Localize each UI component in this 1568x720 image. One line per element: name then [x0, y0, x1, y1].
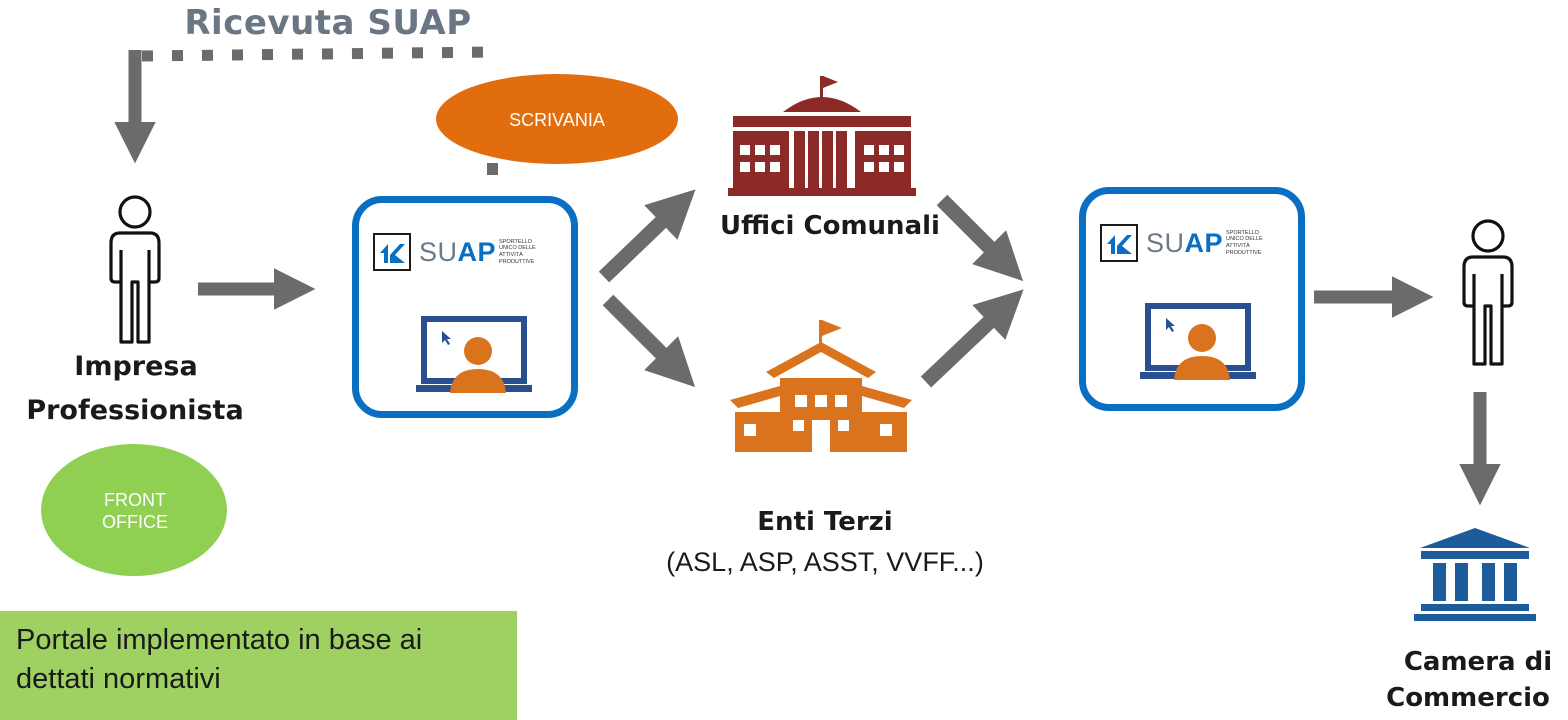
suap-logo: SUAP SPORTELLO UNICO DELLE ATTIVITÀ PROD…	[1100, 224, 1278, 262]
suap-portal-box[interactable]: SUAP SPORTELLO UNICO DELLE ATTIVITÀ PROD…	[1079, 187, 1305, 411]
uffici-comunali-label: Uffici Comunali	[720, 211, 940, 241]
suap-logo-icon	[1100, 224, 1138, 262]
receipt-dot-scrivania	[487, 163, 498, 175]
suap-wordmark: SUAP	[1146, 227, 1224, 258]
suap-logo: SUAP SPORTELLO UNICO DELLE ATTIVITÀ PROD…	[373, 233, 551, 271]
arrow-enti-to-suap2	[920, 289, 1024, 388]
suap-logo-icon	[373, 233, 411, 271]
front-office-label: FRONT OFFICE	[102, 489, 168, 533]
computer-user-icon	[416, 316, 532, 393]
computer-user-icon	[1140, 303, 1256, 380]
scrivania-label: SCRIVANIA	[509, 109, 605, 130]
suap-portal-box[interactable]: SUAP SPORTELLO UNICO DELLE ATTIVITÀ PROD…	[352, 196, 578, 418]
professionista-label: Professionista	[26, 395, 244, 426]
front-office-bubble	[41, 444, 227, 576]
arrow-suap-to-enti	[602, 294, 696, 388]
arrow-suap-to-uffici	[598, 189, 696, 283]
school-building-icon	[730, 320, 912, 452]
camera-label-line2: Commercio	[1386, 683, 1550, 713]
enti-terzi-list: (ASL, ASP, ASST, VVFF...)	[666, 547, 984, 577]
person-icon	[1462, 219, 1514, 366]
person-icon	[109, 195, 161, 344]
scrivania-bubble	[436, 74, 678, 164]
arrow-uffici-to-suap2	[936, 194, 1024, 282]
camera-label-line1: Camera di	[1403, 647, 1553, 677]
receipt-label: Ricevuta SUAP	[184, 3, 472, 43]
town-hall-icon	[728, 76, 916, 196]
portal-note: Portale implementato in base ai dettati …	[0, 611, 517, 720]
suap-subtitle: SPORTELLO UNICO DELLE ATTIVITÀ PRODUTTIV…	[1226, 229, 1263, 256]
receipt-dotted-line	[141, 46, 493, 62]
impresa-label: Impresa	[74, 351, 198, 382]
bank-icon	[1414, 528, 1536, 621]
suap-wordmark: SUAP	[419, 236, 497, 267]
suap-subtitle: SPORTELLO UNICO DELLE ATTIVITÀ PRODUTTIV…	[499, 238, 536, 265]
enti-terzi-label: Enti Terzi	[757, 507, 893, 537]
